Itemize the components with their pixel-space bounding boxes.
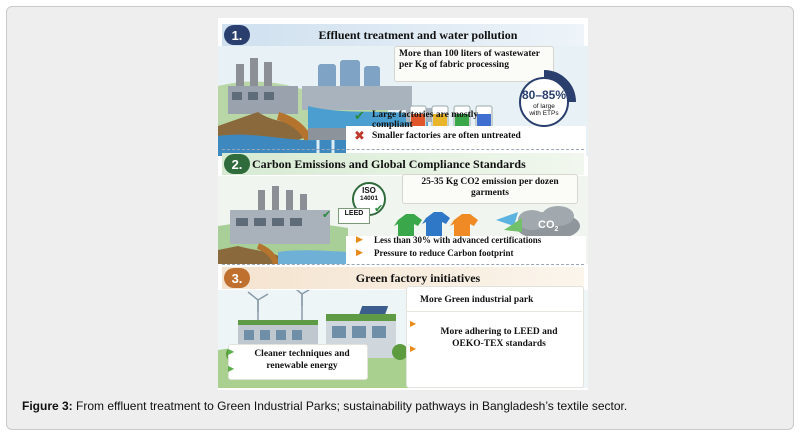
co2-label: CO2 (538, 219, 559, 234)
cleaner-box (228, 344, 368, 380)
leed-check-icon: ✔ (322, 208, 332, 221)
section-2-text-area (346, 236, 586, 266)
section-3-title: Green factory initiatives (355, 270, 481, 285)
badge-sub-2: with ETPs (529, 110, 559, 117)
separator-1 (222, 149, 584, 150)
badge-sub-1: of large (533, 103, 555, 110)
tshirts (394, 212, 478, 242)
iso-label-1: ISO (362, 186, 376, 195)
caption-label: Figure 3: (22, 399, 73, 413)
leed-oeko-text: More adhering to LEED and OEKO-TEX stand… (440, 327, 558, 349)
arrow-icon: ▶ (228, 364, 235, 373)
panel-divider (406, 311, 582, 312)
arrow-icon: ▶ (356, 248, 363, 258)
check-icon: ✔ (354, 109, 365, 124)
arrow-icon: ▶ (410, 319, 417, 328)
arrow-icon: ▶ (410, 344, 417, 353)
compliant-text: Large factories are mostly compliant (372, 110, 479, 130)
iso-check-icon: ✔ (374, 202, 384, 215)
separator-2 (222, 264, 584, 265)
cleaner-techniques-text: Cleaner techniques and renewable energy (254, 349, 350, 371)
section-3-number: 3. (224, 268, 250, 288)
badge-value: 80–85% (521, 88, 567, 102)
etp-badge (519, 70, 576, 127)
figure-caption: Figure 3: From effluent treatment to Gre… (22, 399, 627, 413)
iso-label-2: 14001 (359, 195, 379, 202)
carbon-footprint-text: Pressure to reduce Carbon footprint (374, 248, 514, 258)
initiatives-panel (406, 286, 584, 388)
section-1-text-area (346, 126, 586, 156)
section-2-header-band (222, 153, 584, 175)
infographic: 1. Effluent treatment and water pollutio… (218, 18, 588, 390)
green-park-text: More Green industrial park (420, 295, 534, 305)
section-1-header-band (222, 24, 584, 46)
section-3-header-band (222, 267, 584, 289)
caption-text: From effluent treatment to Green Industr… (72, 399, 628, 413)
co2-callout: 25-35 Kg CO2 emission per dozen garments (402, 174, 578, 204)
untreated-text: Smaller factories are often untreated (372, 131, 521, 141)
arrow-icon: ▶ (228, 347, 235, 356)
certifications-text: Less than 30% with advanced certificatio… (374, 235, 542, 245)
section-2-title: Carbon Emissions and Global Compliance S… (252, 156, 526, 171)
cross-icon: ✖ (354, 129, 365, 144)
arrow-icon: ▶ (356, 235, 363, 245)
wastewater-callout: More than 100 liters of wastewater per K… (394, 46, 554, 82)
section-2-number: 2. (224, 154, 250, 174)
section-1-title: Effluent treatment and water pollution (318, 27, 518, 42)
section-1-number: 1. (224, 25, 250, 45)
leed-tag (338, 208, 370, 224)
leed-label: LEED (344, 210, 364, 217)
